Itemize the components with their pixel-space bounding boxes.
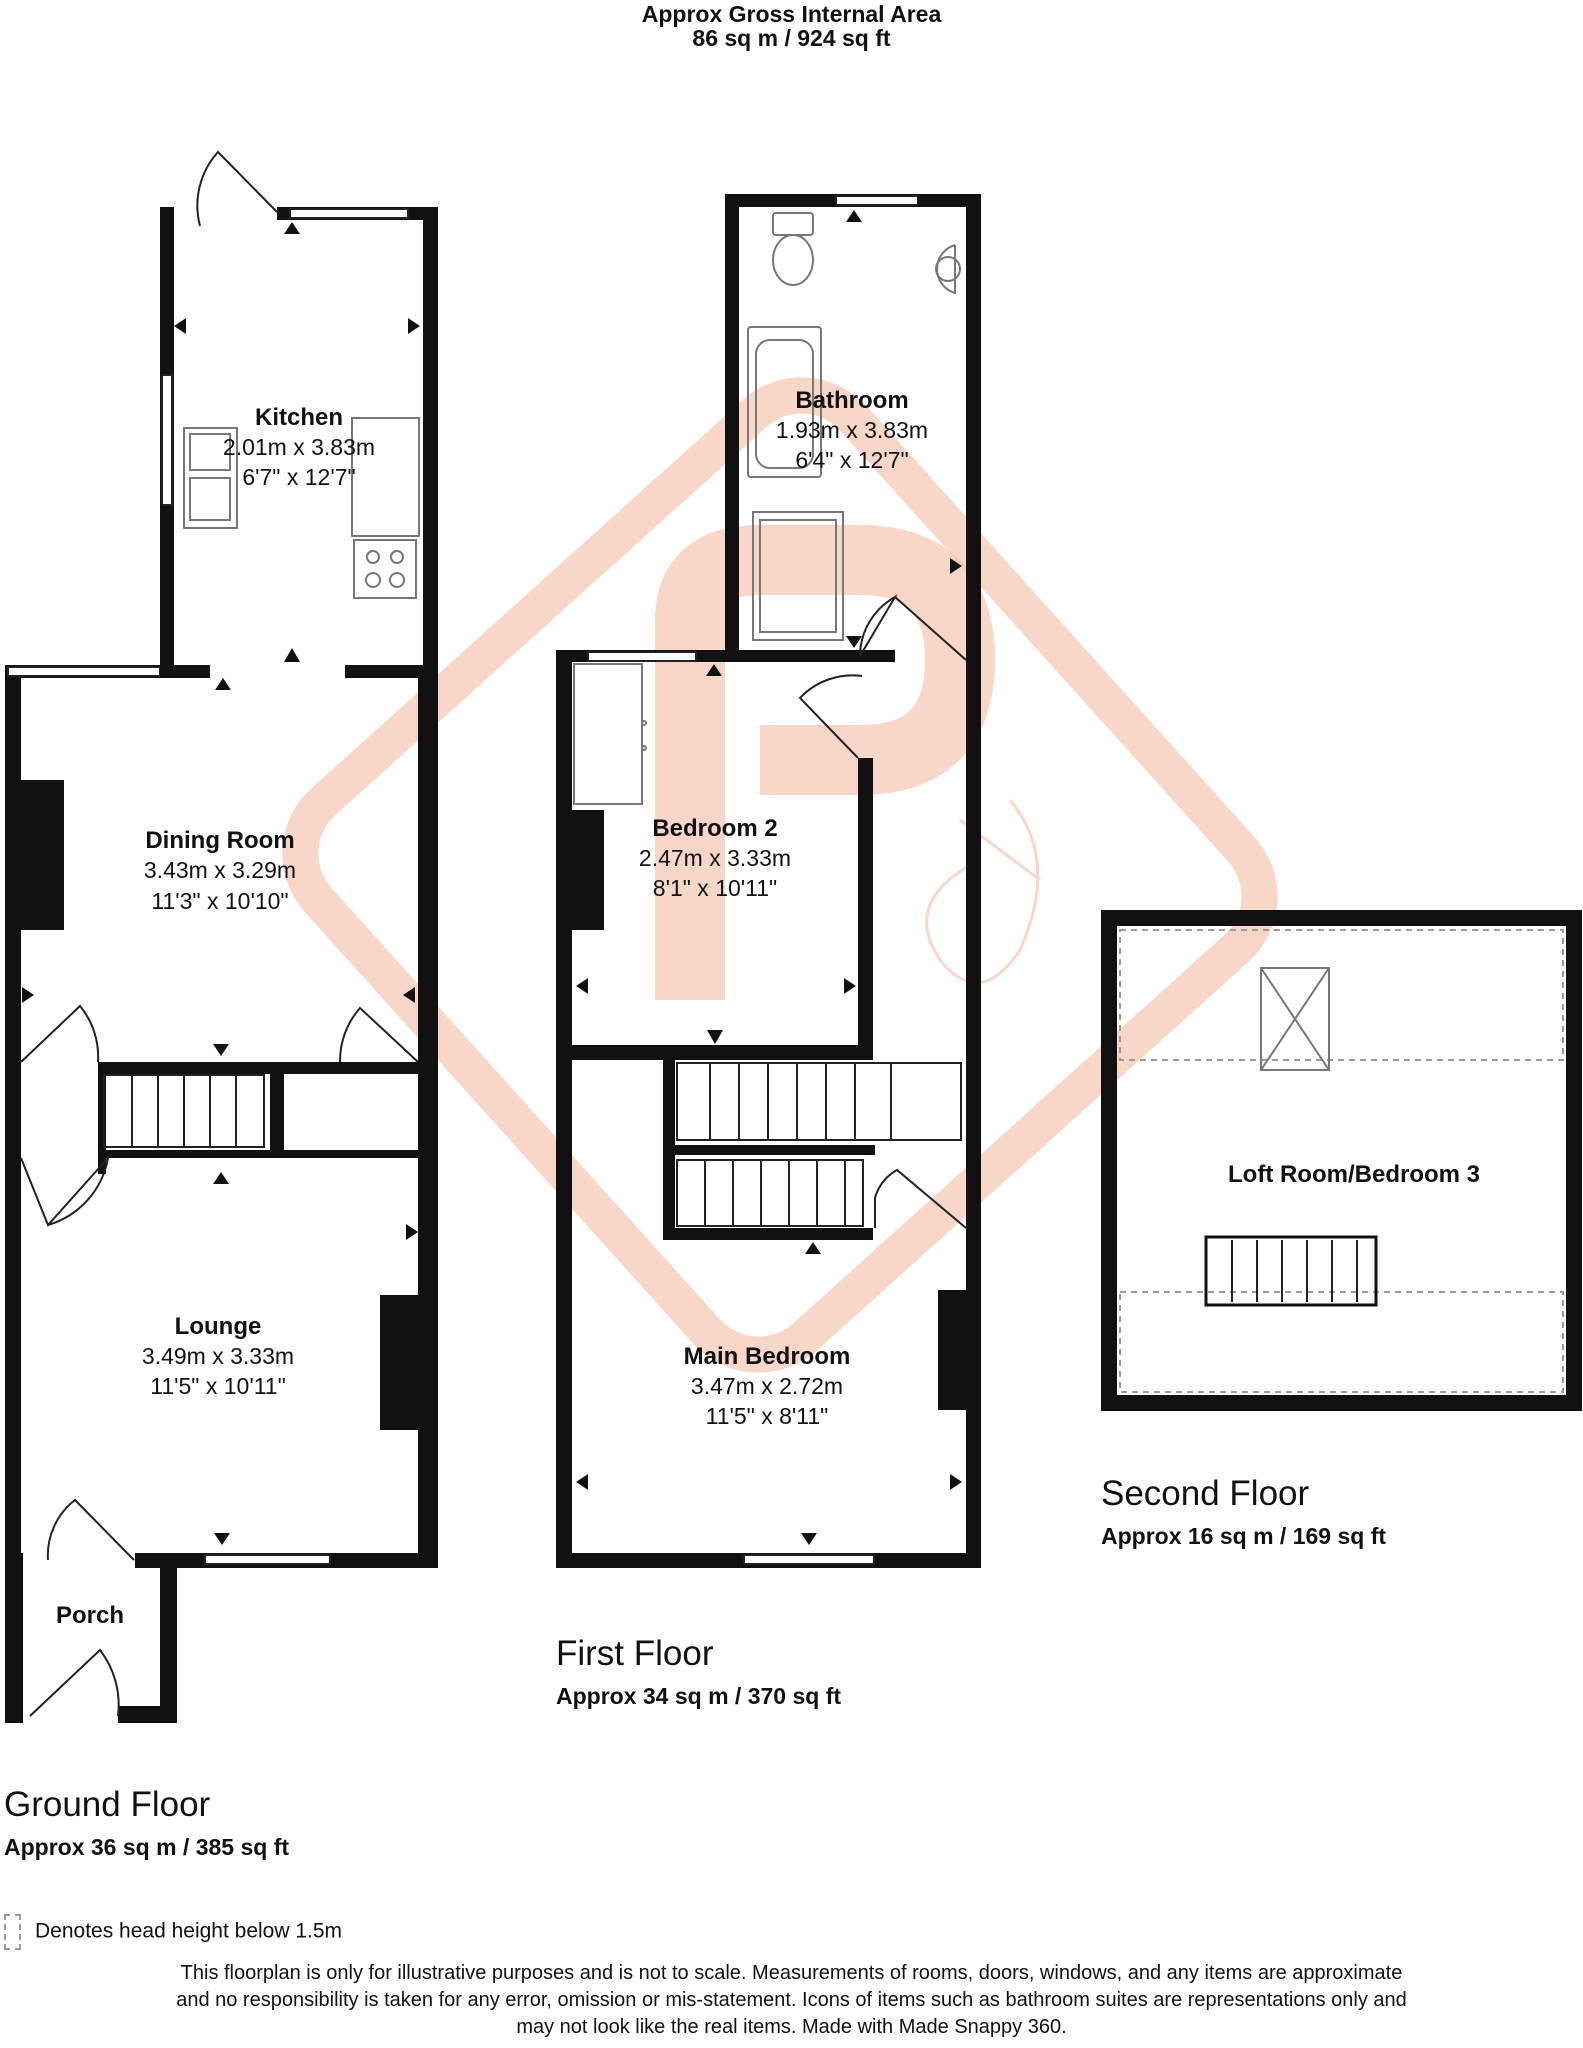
lounge-metric: 3.49m x 3.33m — [142, 1343, 294, 1369]
kitchen-name: Kitchen — [255, 404, 343, 431]
loft-stairs — [1204, 1235, 1378, 1307]
first-wall-right — [966, 194, 981, 1567]
second-floor-title: Second Floor — [1101, 1474, 1310, 1513]
lounge-window — [204, 1554, 331, 1565]
kitchen-imperial: 6'7" x 12'7" — [242, 464, 355, 490]
second-floor-area: Approx 16 sq m / 169 sq ft — [1101, 1523, 1387, 1549]
kitchen-door — [196, 150, 278, 227]
porch-front-door — [29, 1648, 120, 1717]
kitchen-metric: 2.01m x 3.83m — [223, 434, 375, 460]
kitchen-window-top — [289, 208, 409, 219]
main-bedroom-chimney — [938, 1290, 968, 1410]
bedroom2-imperial: 8'1" x 10'11" — [653, 875, 777, 901]
ground-stairs — [103, 1074, 265, 1148]
loft-low-headroom-top — [1119, 929, 1564, 1061]
kitchen-wall-right — [423, 207, 438, 677]
ground-floor-area: Approx 36 sq m / 385 sq ft — [4, 1834, 290, 1860]
first-floor-area: Approx 34 sq m / 370 sq ft — [556, 1683, 842, 1709]
main-bedroom-door — [874, 1168, 967, 1229]
dining-chimney — [21, 780, 64, 930]
ground-wall-left — [5, 665, 21, 1568]
second-floor-plan — [1101, 910, 1582, 1411]
dining-window — [7, 666, 161, 677]
legend: Denotes head height below 1.5m — [0, 1914, 342, 1950]
dashed-box-icon — [4, 1914, 21, 1950]
porch-wall-left — [5, 1553, 23, 1723]
ground-wall-right — [418, 665, 438, 1568]
lounge-name: Lounge — [175, 1313, 262, 1340]
porch-inner-door — [46, 1498, 135, 1561]
dining-name: Dining Room — [145, 827, 294, 854]
bedroom2-wardrobe — [573, 663, 643, 805]
first-floor-stairs — [676, 1062, 962, 1227]
porch-name: Porch — [56, 1602, 124, 1629]
bathroom-metric: 1.93m x 3.83m — [776, 417, 928, 443]
main-bedroom-imperial: 11'5" x 8'11" — [706, 1403, 829, 1429]
main-bedroom-metric: 3.47m x 2.72m — [691, 1373, 843, 1399]
bathroom-cabinet — [752, 511, 844, 641]
first-floor-title: First Floor — [556, 1634, 714, 1673]
lounge-chimney — [380, 1295, 420, 1430]
bedroom2-window — [587, 651, 697, 662]
legend-text: Denotes head height below 1.5m — [35, 1919, 343, 1943]
lounge-imperial: 11'5" x 10'11" — [150, 1373, 286, 1399]
bedroom2-name: Bedroom 2 — [652, 815, 777, 842]
ground-floor-title: Ground Floor — [4, 1785, 211, 1824]
sink-icon — [183, 427, 238, 529]
bedroom2-chimney — [572, 810, 604, 930]
disclaimer-line-2: and no responsibility is taken for any e… — [176, 1989, 1407, 2011]
disclaimer-line-1: This floorplan is only for illustrative … — [180, 1962, 1403, 1984]
kitchen-window-side — [161, 374, 173, 506]
disclaimer: This floorplan is only for illustrative … — [60, 1960, 1523, 2041]
dining-door — [20, 1004, 100, 1063]
dining-imperial: 11'3" x 10'10" — [151, 888, 288, 914]
bedroom2-metric: 2.47m x 3.33m — [639, 845, 791, 871]
watermark-logo — [282, 377, 1278, 1373]
gross-area-value: 86 sq m / 924 sq ft — [692, 25, 891, 51]
loft-walls — [1101, 910, 1582, 1411]
bathroom-door — [859, 594, 967, 661]
loft-name: Loft Room/Bedroom 3 — [1228, 1161, 1480, 1188]
dining-metric: 3.43m x 3.29m — [144, 857, 296, 883]
main-bedroom-window — [743, 1554, 875, 1565]
bathroom-window — [835, 195, 919, 206]
bathroom-wall-left — [725, 194, 739, 654]
loft-low-headroom-bottom — [1119, 1291, 1564, 1393]
toilet-icon — [772, 212, 814, 286]
main-bedroom-name: Main Bedroom — [684, 1343, 851, 1370]
bathroom-name: Bathroom — [795, 387, 908, 414]
disclaimer-line-3: may not look like the real items. Made w… — [516, 2016, 1067, 2038]
first-floor-plan — [556, 194, 981, 1568]
basin-icon — [935, 244, 961, 295]
hob-icon — [353, 539, 417, 599]
gross-area-title: Approx Gross Internal Area — [641, 1, 942, 27]
porch-wall-right — [160, 1553, 177, 1723]
bathroom-imperial: 6'4" x 12'7" — [795, 447, 908, 473]
ground-floor-plan — [5, 150, 438, 1723]
bath-icon — [747, 326, 822, 478]
first-wall-left — [556, 650, 572, 1567]
bedroom2-wall-right — [858, 758, 873, 1050]
bedroom2-door — [798, 674, 863, 759]
skylight-icon — [1260, 967, 1330, 1071]
kitchen-worktop — [351, 417, 420, 537]
